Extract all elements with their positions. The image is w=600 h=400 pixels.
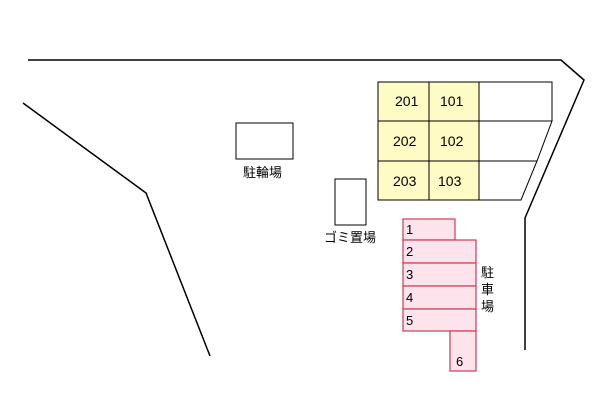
garbage-area (334, 178, 367, 226)
parking-space-3 (402, 262, 477, 287)
parking-label-6: 6 (456, 354, 463, 369)
unit-101 (428, 81, 480, 122)
bicycle-parking-label: 駐輪場 (243, 165, 282, 181)
parking-space-2 (402, 239, 477, 264)
building-blank-2 (478, 120, 553, 162)
bicycle-parking-area (235, 122, 294, 160)
building-blank-1 (478, 81, 553, 122)
building-blank-3 (478, 160, 538, 201)
parking-space-5 (402, 308, 477, 332)
parking-label-char-2: 車 (481, 283, 494, 298)
building: 201 101 202 102 203 103 (377, 81, 553, 201)
unit-label-202: 202 (393, 133, 417, 149)
parking-space-6 (449, 330, 477, 372)
parking-label-char-3: 場 (481, 300, 494, 315)
unit-label-203: 203 (393, 173, 417, 189)
parking-label-3: 3 (406, 267, 413, 282)
parking-label-5: 5 (406, 313, 413, 328)
parking-label-2: 2 (406, 244, 413, 259)
unit-103 (428, 160, 480, 201)
unit-label-201: 201 (395, 93, 419, 109)
garbage-label: ゴミ置場 (324, 230, 376, 246)
unit-label-103: 103 (438, 173, 462, 189)
parking-label-4: 4 (406, 290, 413, 305)
unit-label-101: 101 (440, 93, 464, 109)
parking-label-char-1: 駐 (481, 266, 494, 281)
parking-space-4 (402, 285, 477, 310)
road-top-boundary (28, 59, 585, 350)
parking-label-1: 1 (406, 222, 413, 237)
unit-label-102: 102 (440, 133, 464, 149)
road-left-boundary (22, 102, 211, 357)
parking-lot: 1 2 3 4 5 6 (402, 218, 477, 372)
